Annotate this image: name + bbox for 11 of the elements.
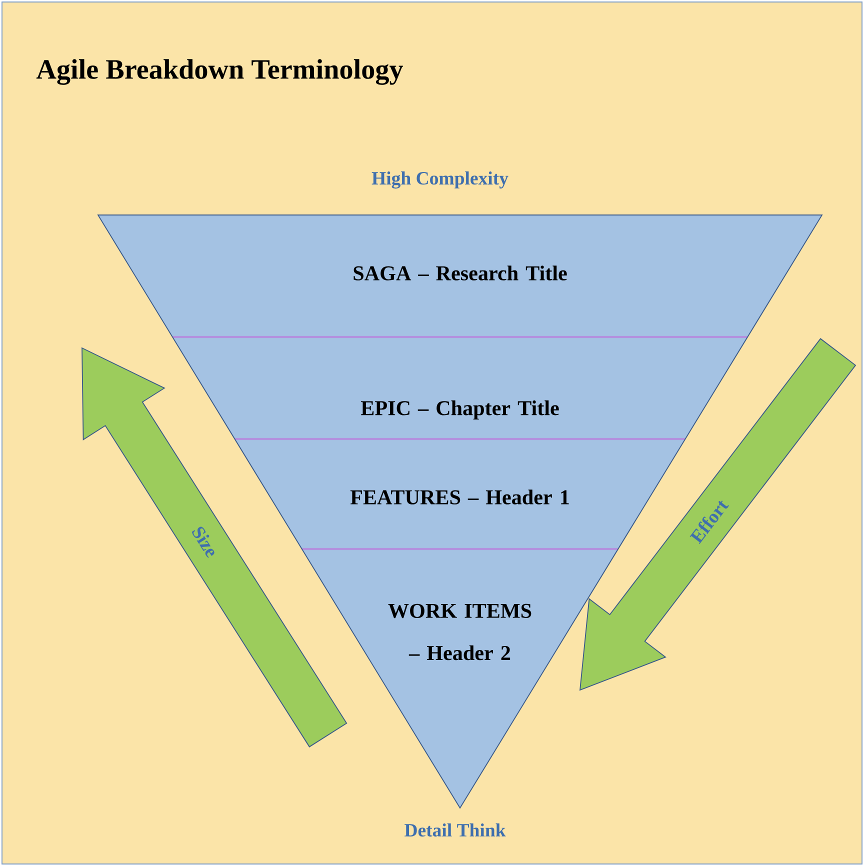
arrow-label: Size bbox=[192, 526, 214, 558]
pyramid-band: SAGA – Research Title bbox=[98, 215, 822, 337]
label: High Complexity bbox=[372, 171, 508, 189]
pyramid-band: WORK ITEMS – Header 2 bbox=[302, 549, 618, 808]
node-label: SAGA – Research Title bbox=[354, 266, 567, 280]
node-label: WORK ITEMS – Header 2 bbox=[388, 604, 532, 660]
pyramid-band: EPIC – Chapter Title bbox=[172, 337, 748, 439]
pyramid-band: FEATURES – Header 1 bbox=[234, 439, 686, 549]
title: Agile Breakdown Terminology bbox=[36, 59, 404, 85]
node-label: FEATURES – Header 1 bbox=[350, 490, 569, 504]
node-label: EPIC – Chapter Title bbox=[360, 400, 559, 420]
